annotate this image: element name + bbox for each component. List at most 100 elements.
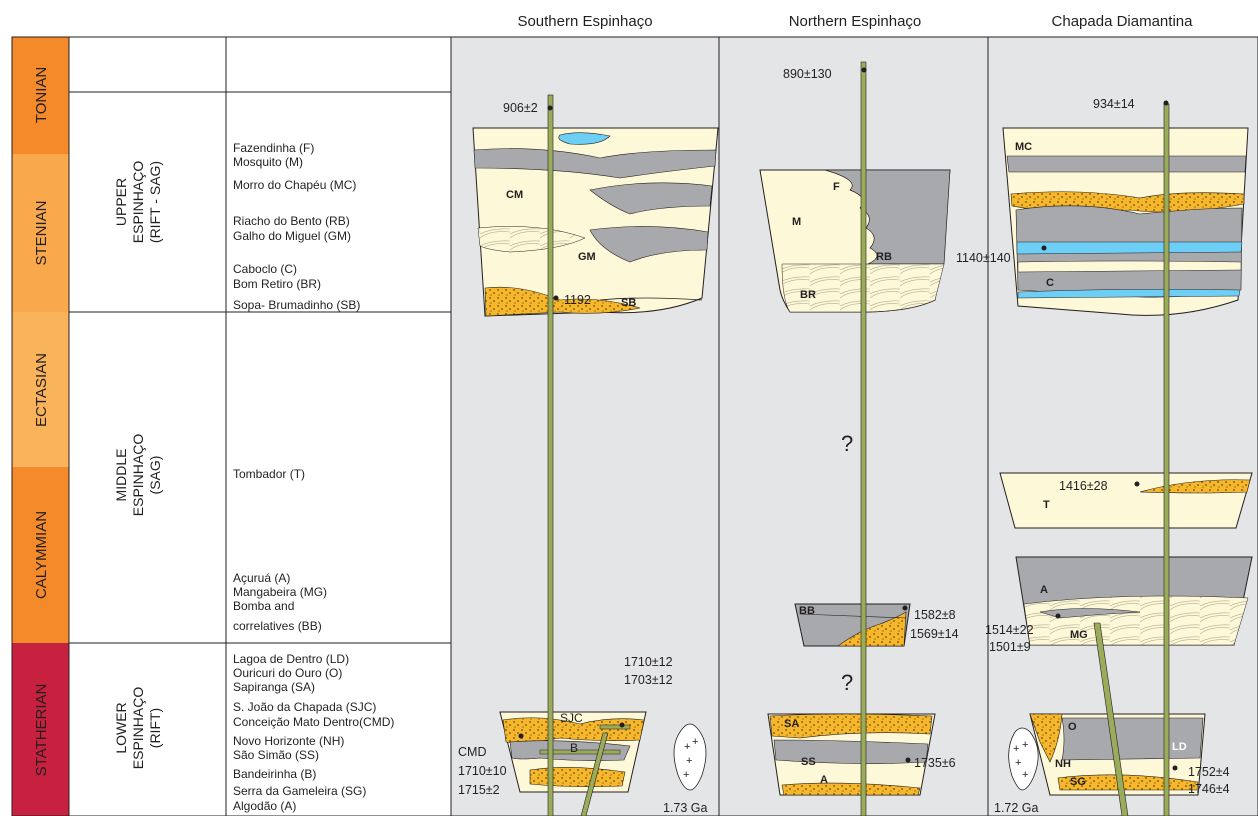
svg-text:+: + bbox=[1013, 743, 1019, 755]
southern-stratigraphic-pole bbox=[547, 94, 554, 816]
age-1746: 1746±4 bbox=[1188, 782, 1230, 796]
age-1501: 1501±9 bbox=[989, 640, 1031, 654]
label-m: M bbox=[792, 216, 801, 228]
svg-text:+: + bbox=[684, 741, 690, 753]
period-ectasian: ECTASIAN bbox=[33, 353, 50, 427]
period-stenian: STENIAN bbox=[33, 200, 50, 265]
svg-text:MIDDLE: MIDDLE bbox=[113, 449, 129, 502]
group-upper: UPPER ESPINHAÇO (RIFT - SAG) bbox=[113, 161, 163, 244]
svg-text:Serra da Gameleira (SG): Serra da Gameleira (SG) bbox=[233, 784, 366, 798]
svg-text:ESPINHAÇO: ESPINHAÇO bbox=[130, 434, 146, 517]
label-bb: BB bbox=[799, 605, 815, 617]
svg-text:Açuruá (A): Açuruá (A) bbox=[233, 571, 290, 585]
label-sjc: SJC bbox=[560, 711, 583, 725]
svg-text:Novo Horizonte (NH): Novo Horizonte (NH) bbox=[233, 734, 344, 748]
svg-text:Tombador (T): Tombador (T) bbox=[233, 467, 305, 481]
age-1514: 1514±22 bbox=[985, 623, 1034, 637]
chapada-upper-basin bbox=[1002, 127, 1249, 316]
svg-text:Sapiranga (SA): Sapiranga (SA) bbox=[233, 680, 315, 694]
label-f: F bbox=[833, 181, 840, 193]
age-1569: 1569±14 bbox=[910, 627, 959, 641]
sample-point bbox=[1134, 481, 1140, 487]
svg-text:(RIFT - SAG): (RIFT - SAG) bbox=[147, 161, 163, 243]
sample-point bbox=[547, 105, 553, 111]
age-1192: 1192 bbox=[564, 293, 591, 307]
svg-text:Mosquito (M): Mosquito (M) bbox=[233, 155, 303, 169]
label-ld: LD bbox=[1172, 741, 1187, 753]
svg-text:Galho do Miguel (GM): Galho do Miguel (GM) bbox=[233, 229, 351, 243]
sample-point bbox=[861, 67, 867, 73]
age-934: 934±14 bbox=[1093, 97, 1135, 111]
chapada-calymmian-basin bbox=[1015, 556, 1253, 646]
northern-upper-basin bbox=[759, 169, 951, 313]
unit-table bbox=[11, 36, 452, 816]
svg-text:LOWER: LOWER bbox=[113, 702, 129, 753]
question-mark-lower: ? bbox=[841, 670, 853, 695]
label-gm: GM bbox=[578, 251, 596, 263]
svg-text:ESPINHAÇO: ESPINHAÇO bbox=[130, 161, 146, 244]
svg-text:S. João da Chapada (SJC): S. João da Chapada (SJC) bbox=[233, 700, 376, 714]
age-906: 906±2 bbox=[503, 101, 538, 115]
svg-text:(SAG): (SAG) bbox=[147, 456, 163, 495]
age-1416: 1416±28 bbox=[1059, 479, 1108, 493]
label-nh: NH bbox=[1055, 758, 1071, 770]
age-1735: 1735±6 bbox=[914, 756, 956, 770]
southern-upper-basin bbox=[472, 127, 719, 317]
label-br: BR bbox=[800, 289, 816, 301]
period-statherian-box bbox=[12, 643, 69, 816]
sample-point bbox=[902, 605, 908, 611]
svg-text:Algodão (A): Algodão (A) bbox=[233, 799, 296, 813]
northern-lower-basin bbox=[767, 713, 936, 796]
header-northern: Northern Espinhaço bbox=[789, 13, 922, 30]
panel-northern bbox=[718, 36, 989, 816]
label-a-chapada: A bbox=[1040, 584, 1048, 596]
period-statherian: STATHERIAN bbox=[33, 684, 50, 777]
svg-text:Bandeirinha (B): Bandeirinha (B) bbox=[233, 767, 316, 781]
label-b: B bbox=[570, 741, 578, 755]
label-o: O bbox=[1068, 721, 1077, 733]
sample-point bbox=[905, 757, 911, 763]
svg-text:Morro do Chapéu (MC): Morro do Chapéu (MC) bbox=[233, 178, 356, 192]
sample-point bbox=[553, 295, 559, 301]
age-1710b: 1710±10 bbox=[458, 764, 507, 778]
group-lower: LOWER ESPINHAÇO (RIFT) bbox=[113, 687, 163, 770]
chapada-pluton: ++ ++ bbox=[1008, 727, 1039, 791]
svg-text:ESPINHAÇO: ESPINHAÇO bbox=[130, 687, 146, 770]
sample-point bbox=[1055, 613, 1061, 619]
svg-text:+: + bbox=[692, 736, 698, 748]
sample-point bbox=[1041, 245, 1047, 251]
sample-point bbox=[1172, 765, 1178, 771]
northern-stratigraphic-pole bbox=[860, 61, 867, 816]
label-cm: CM bbox=[506, 189, 523, 201]
age-1752: 1752±4 bbox=[1188, 765, 1230, 779]
age-1.72ga: 1.72 Ga bbox=[994, 801, 1039, 815]
svg-text:Caboclo (C): Caboclo (C) bbox=[233, 262, 297, 276]
svg-text:Ouricuri do Ouro (O): Ouricuri do Ouro (O) bbox=[233, 666, 342, 680]
chapada-lower-pole bbox=[1093, 622, 1129, 816]
sample-point bbox=[619, 722, 625, 728]
units-upper: Fazendinha (F) Mosquito (M) Morro do Cha… bbox=[233, 141, 360, 312]
svg-text:correlatives (BB): correlatives (BB) bbox=[233, 619, 322, 633]
chapada-tombador-basin bbox=[999, 472, 1253, 529]
label-a-northern: A bbox=[820, 774, 828, 786]
svg-text:Bomba and: Bomba and bbox=[233, 599, 294, 613]
svg-text:+: + bbox=[1022, 739, 1028, 751]
units-lower: Lagoa de Dentro (LD) Ouricuri do Ouro (O… bbox=[233, 652, 394, 813]
age-1710a: 1710±12 bbox=[624, 655, 673, 669]
northern-middle-basin bbox=[794, 603, 911, 647]
label-mg: MG bbox=[1070, 629, 1088, 641]
label-sg: SG bbox=[1070, 776, 1086, 788]
svg-text:Bom Retiro (BR): Bom Retiro (BR) bbox=[233, 277, 321, 291]
label-mc: MC bbox=[1015, 141, 1032, 153]
age-cmd-label: CMD bbox=[458, 745, 486, 759]
label-ss: SS bbox=[801, 756, 816, 768]
svg-text:Conceição Mato Dentro(CMD): Conceição Mato Dentro(CMD) bbox=[233, 715, 394, 729]
svg-text:Sopa- Brumadinho (SB): Sopa- Brumadinho (SB) bbox=[233, 298, 360, 312]
svg-text:UPPER: UPPER bbox=[113, 178, 129, 226]
header-chapada: Chapada Diamantina bbox=[1052, 13, 1194, 30]
age-1715: 1715±2 bbox=[458, 783, 500, 797]
svg-text:São Simão (SS): São Simão (SS) bbox=[233, 748, 319, 762]
age-1.73ga: 1.73 Ga bbox=[663, 801, 708, 815]
label-sa: SA bbox=[784, 718, 799, 730]
